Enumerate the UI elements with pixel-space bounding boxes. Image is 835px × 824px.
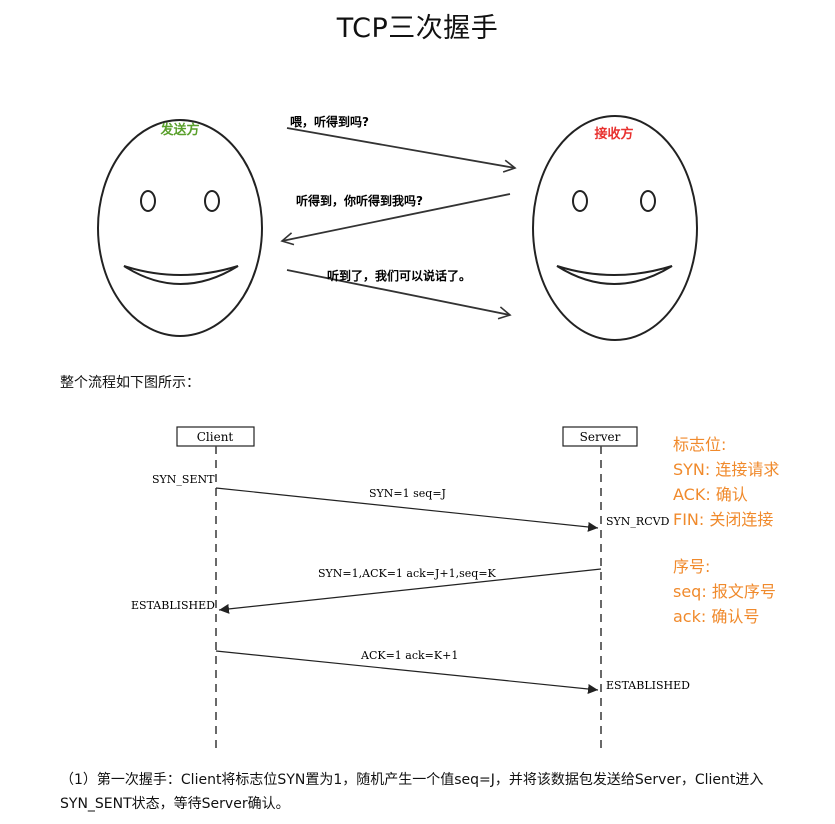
seq-arrow-3 [215, 650, 599, 694]
cartoon-arrow-3 [286, 269, 512, 320]
cartoon-msg-1: 喂，听得到吗? [290, 114, 369, 129]
receiver-left-eye [572, 190, 588, 212]
receiver-mouth [556, 265, 673, 285]
sender-label: 发送方 [159, 122, 199, 138]
server-label: Server [580, 430, 621, 444]
legend: 标志位: SYN: 连接请求 ACK: 确认 FIN: 关闭连接 序号: seq… [673, 432, 779, 629]
receiver-face: 接收方 [532, 115, 698, 341]
legend-ack: ACK: 确认 [673, 485, 748, 504]
receiver-face-outline [532, 115, 698, 341]
state-established-client: ESTABLISHED [131, 599, 215, 612]
receiver-right-eye [640, 190, 656, 212]
state-syn-sent: SYN_SENT [152, 473, 215, 486]
sender-face-outline [97, 119, 263, 337]
legend-gap [673, 532, 779, 554]
step1-text: （1）第一次握手：Client将标志位SYN置为1，随机产生一个值seq=J，并… [60, 772, 764, 812]
server-box [562, 426, 638, 447]
client-label: Client [197, 430, 234, 444]
legend-fin: FIN: 关闭连接 [673, 510, 774, 529]
seq-msg-1: SYN=1 seq=J [369, 487, 446, 500]
state-established-server: ESTABLISHED [606, 679, 690, 692]
sequence-diagram: Client Server SYN_SENT SYN_RCVD ESTABLIS… [131, 426, 690, 752]
seq-arrow-2 [218, 568, 602, 614]
intro-text: 整个流程如下图所示： [60, 375, 200, 391]
cartoon-msg-3: 听到了，我们可以说话了。 [327, 268, 471, 283]
legend-seq-title: 序号: [673, 557, 711, 576]
cartoon-arrow-1 [286, 127, 517, 173]
legend-flags-title: 标志位: [673, 435, 727, 454]
seq-arrow-1 [215, 487, 599, 532]
seq-msg-3: ACK=1 ack=K+1 [360, 649, 458, 662]
cartoon-msg-2: 听得到，你听得到我吗? [296, 193, 423, 208]
cartoon-arrow-2 [280, 193, 511, 246]
legend-ack-no: ack: 确认号 [673, 607, 760, 626]
legend-syn: SYN: 连接请求 [673, 460, 780, 479]
state-syn-rcvd: SYN_RCVD [606, 515, 670, 528]
legend-seq: seq: 报文序号 [673, 582, 776, 601]
sender-mouth [123, 265, 239, 285]
page-title: TCP三次握手 [336, 13, 499, 44]
receiver-label: 接收方 [594, 126, 633, 142]
seq-msg-2: SYN=1,ACK=1 ack=J+1,seq=K [318, 567, 497, 580]
sender-left-eye [140, 190, 156, 212]
sender-right-eye [204, 190, 220, 212]
sender-face: 发送方 [97, 119, 263, 337]
